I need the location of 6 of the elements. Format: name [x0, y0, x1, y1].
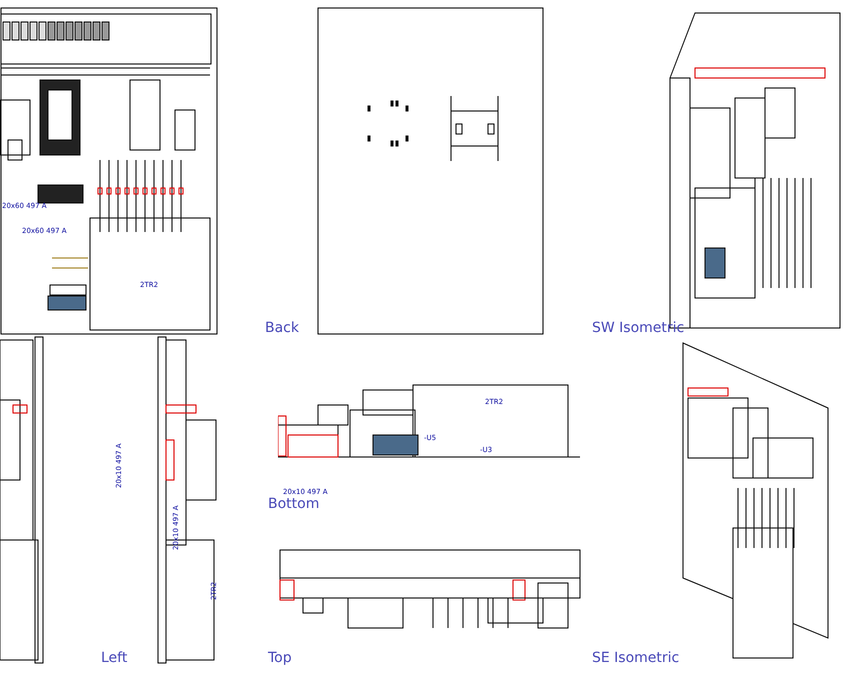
view-title: Bottom	[268, 496, 320, 512]
view-title: Left	[101, 650, 128, 666]
view-title: SE Isometric	[592, 650, 680, 666]
view-title: Back	[265, 320, 299, 336]
view-title: Top	[268, 650, 292, 666]
view-title: SW Isometric	[592, 320, 684, 336]
